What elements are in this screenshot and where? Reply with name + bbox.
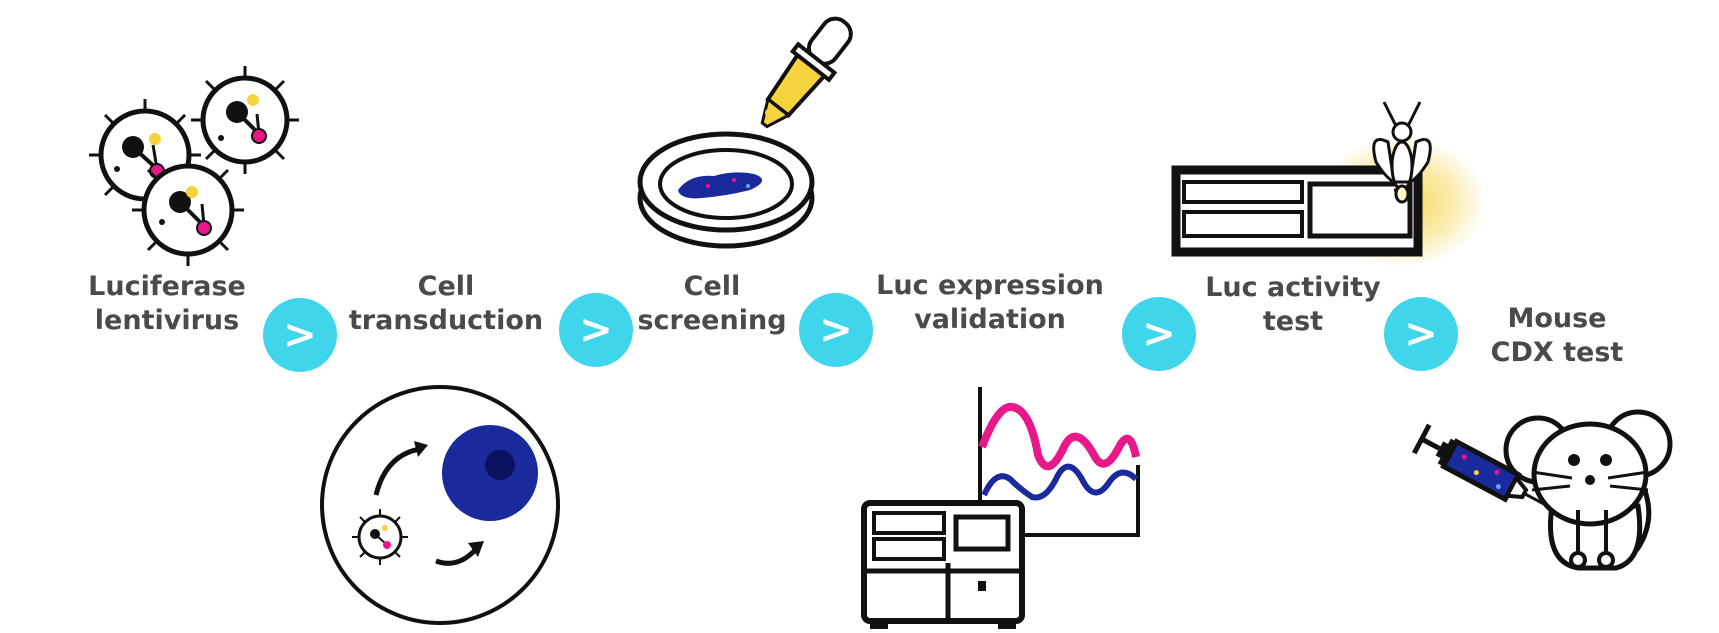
- arrow-2-icon: >: [559, 293, 633, 367]
- cell-transduction-icon: [320, 385, 560, 625]
- step-label-line: test: [1262, 306, 1324, 337]
- step-label-luc-expression-validation: Luc expression validation: [876, 269, 1104, 337]
- step-label-line: Luc activity: [1205, 272, 1381, 303]
- step-label-luc-activity-test: Luc activity test: [1205, 271, 1381, 339]
- instrument-chart-icon: [861, 387, 1140, 629]
- step-label-line: CDX test: [1490, 337, 1624, 368]
- arrow-1-icon: >: [263, 298, 337, 372]
- step-label-line: lentivirus: [94, 305, 240, 336]
- step-label-mouse-cdx-test: Mouse CDX test: [1491, 302, 1624, 370]
- arrow-5-icon: >: [1384, 297, 1458, 371]
- step-label-line: Mouse: [1507, 303, 1607, 334]
- step-label-line: transduction: [348, 305, 544, 336]
- step-label-cell-transduction: Cell transduction: [349, 270, 543, 338]
- step-label-luciferase-lentivirus: Luciferase lentivirus: [88, 270, 246, 338]
- virus-particles-icon: [89, 66, 299, 266]
- step-label-cell-screening: Cell screening: [637, 270, 786, 338]
- mouse-syringe-icon: [1412, 409, 1673, 571]
- arrow-4-icon: >: [1122, 297, 1196, 371]
- step-label-line: Cell: [417, 271, 475, 302]
- petri-dish-dropper-icon: [637, 16, 853, 249]
- step-label-line: screening: [637, 305, 787, 336]
- step-label-line: Cell: [683, 271, 741, 302]
- step-label-line: validation: [914, 304, 1066, 335]
- plate-reader-firefly-icon: [1171, 101, 1486, 268]
- arrow-3-icon: >: [799, 293, 873, 367]
- step-label-line: Luc expression: [876, 270, 1104, 301]
- step-label-line: Luciferase: [88, 271, 246, 302]
